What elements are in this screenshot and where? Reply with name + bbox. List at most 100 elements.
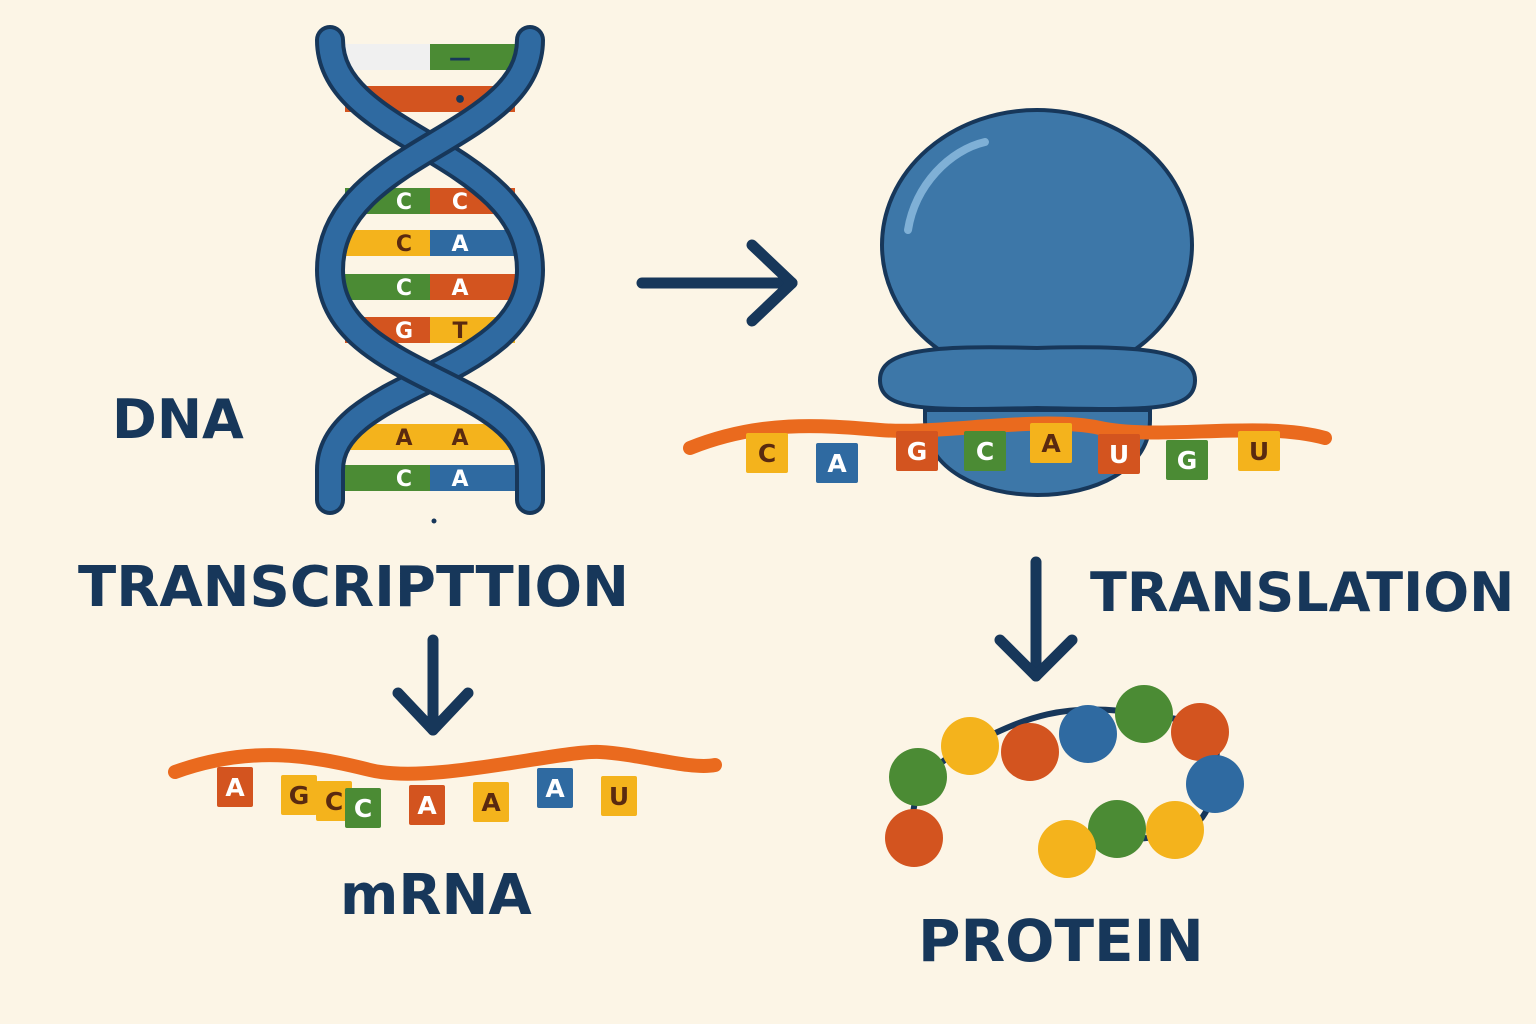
arrow-right-icon (636, 239, 798, 327)
base-right-letter: A (451, 276, 468, 301)
ribosome-base-tile (1098, 434, 1140, 474)
ribosome-mrna-base: G (896, 431, 938, 471)
mrna-base-tile (473, 782, 509, 822)
ribosome-base-letter: A (1041, 429, 1061, 458)
arrow-down-icon-transcription (392, 634, 474, 736)
base-right-letter: T (452, 319, 467, 344)
ribosome-mrna-base: U (1238, 431, 1280, 471)
ribosome-base-tile (1166, 440, 1208, 480)
ribosome-base-tile (1238, 431, 1280, 471)
amino-acid-bead (889, 748, 947, 806)
base-right-letter: A (451, 467, 468, 492)
base-right-letter: A (451, 232, 468, 257)
amino-acid-bead (1059, 705, 1117, 763)
mrna-base-letter: C (325, 787, 343, 816)
base-left (345, 274, 430, 300)
base-left-letter: C (396, 190, 412, 215)
amino-acid-bead (1186, 755, 1244, 813)
mrna-base: A (217, 767, 253, 807)
protein-label: PROTEIN (918, 907, 1204, 975)
mrna-base-letter: U (609, 782, 629, 811)
ribosome-base-letter: G (907, 437, 928, 466)
mrna-base: A (409, 785, 445, 825)
dna-base-pair: — (345, 44, 515, 71)
mrna-label: mRNA (340, 863, 532, 928)
amino-acid-bead (941, 717, 999, 775)
mrna-base-letter: A (225, 773, 245, 802)
mrna-base-tile (345, 788, 381, 828)
transcription-label: TRANSCRIPTTION (78, 555, 629, 620)
amino-acid-bead (885, 809, 943, 867)
amino-acid-bead (1115, 685, 1173, 743)
base-left-letter: A (395, 426, 412, 451)
protein-chain (885, 685, 1244, 878)
ribosome-base-letter: U (1249, 437, 1269, 466)
mrna-base-letter: A (545, 774, 565, 803)
mrna-base: A (473, 782, 509, 822)
mrna-base: U (601, 776, 637, 816)
ribosome-mrna-base: C (746, 433, 788, 473)
ribosome-base-letter: C (976, 437, 994, 466)
ribosome-mrna-strand (683, 416, 1332, 455)
mrna-base-letter: A (417, 791, 437, 820)
base-right-letter: C (452, 190, 468, 215)
ribosome-mrna-base: G (1166, 440, 1208, 480)
ribosome-base-tile (1030, 423, 1072, 463)
base-right-letter: — (449, 46, 471, 71)
mrna-base-tile (281, 775, 317, 815)
ribosome-base-tile (746, 433, 788, 473)
base-left-letter: G (395, 319, 413, 344)
base-left (345, 44, 430, 70)
ribosome-mrna-base: U (1098, 434, 1140, 474)
protein-amino-acids (885, 685, 1244, 878)
mrna-base-tile (316, 781, 352, 821)
amino-acid-bead (1088, 800, 1146, 858)
mrna-base: A (537, 768, 573, 808)
amino-acid-bead (1038, 820, 1096, 878)
amino-acid-bead (1001, 723, 1059, 781)
base-right (430, 230, 515, 256)
amino-acid-bead (1146, 801, 1204, 859)
ribosome-base-letter: U (1109, 440, 1129, 469)
ribosome-base-letter: G (1177, 446, 1198, 475)
mrna-base-tile (409, 785, 445, 825)
ribosome-base-tile (964, 431, 1006, 471)
arrow-down-icon-translation (994, 556, 1078, 682)
mrna-base-tile (537, 768, 573, 808)
dot-mark (431, 518, 437, 524)
base-left-letter: C (396, 276, 412, 301)
base-left (345, 465, 430, 491)
base-right (430, 44, 515, 70)
ribosome-base-letter: C (758, 439, 776, 468)
base-right (430, 465, 515, 491)
ribosome-base-tile (816, 443, 858, 483)
base-left-letter: C (396, 467, 412, 492)
ribosome-mrna-base: A (1030, 423, 1072, 463)
mrna-base: C (316, 781, 352, 821)
base-left (345, 230, 430, 256)
ribosome-collar (877, 345, 1198, 411)
base-right-letter: A (451, 426, 468, 451)
ribosome-base-letter: A (827, 449, 847, 478)
base-right-letter: • (453, 88, 467, 113)
translation-label: TRANSLATION (1090, 561, 1515, 624)
mrna-base-letter: G (289, 781, 310, 810)
ribosome-base-tile (896, 431, 938, 471)
base-left-letter: C (396, 232, 412, 257)
ribosome-mrna-base: A (816, 443, 858, 483)
mrna-base: C (345, 788, 381, 828)
mrna-base-tile (601, 776, 637, 816)
ribosome-mrna-base: C (964, 431, 1006, 471)
base-right (430, 274, 515, 300)
amino-acid-bead (1171, 703, 1229, 761)
mrna-base-letter: C (354, 794, 372, 823)
